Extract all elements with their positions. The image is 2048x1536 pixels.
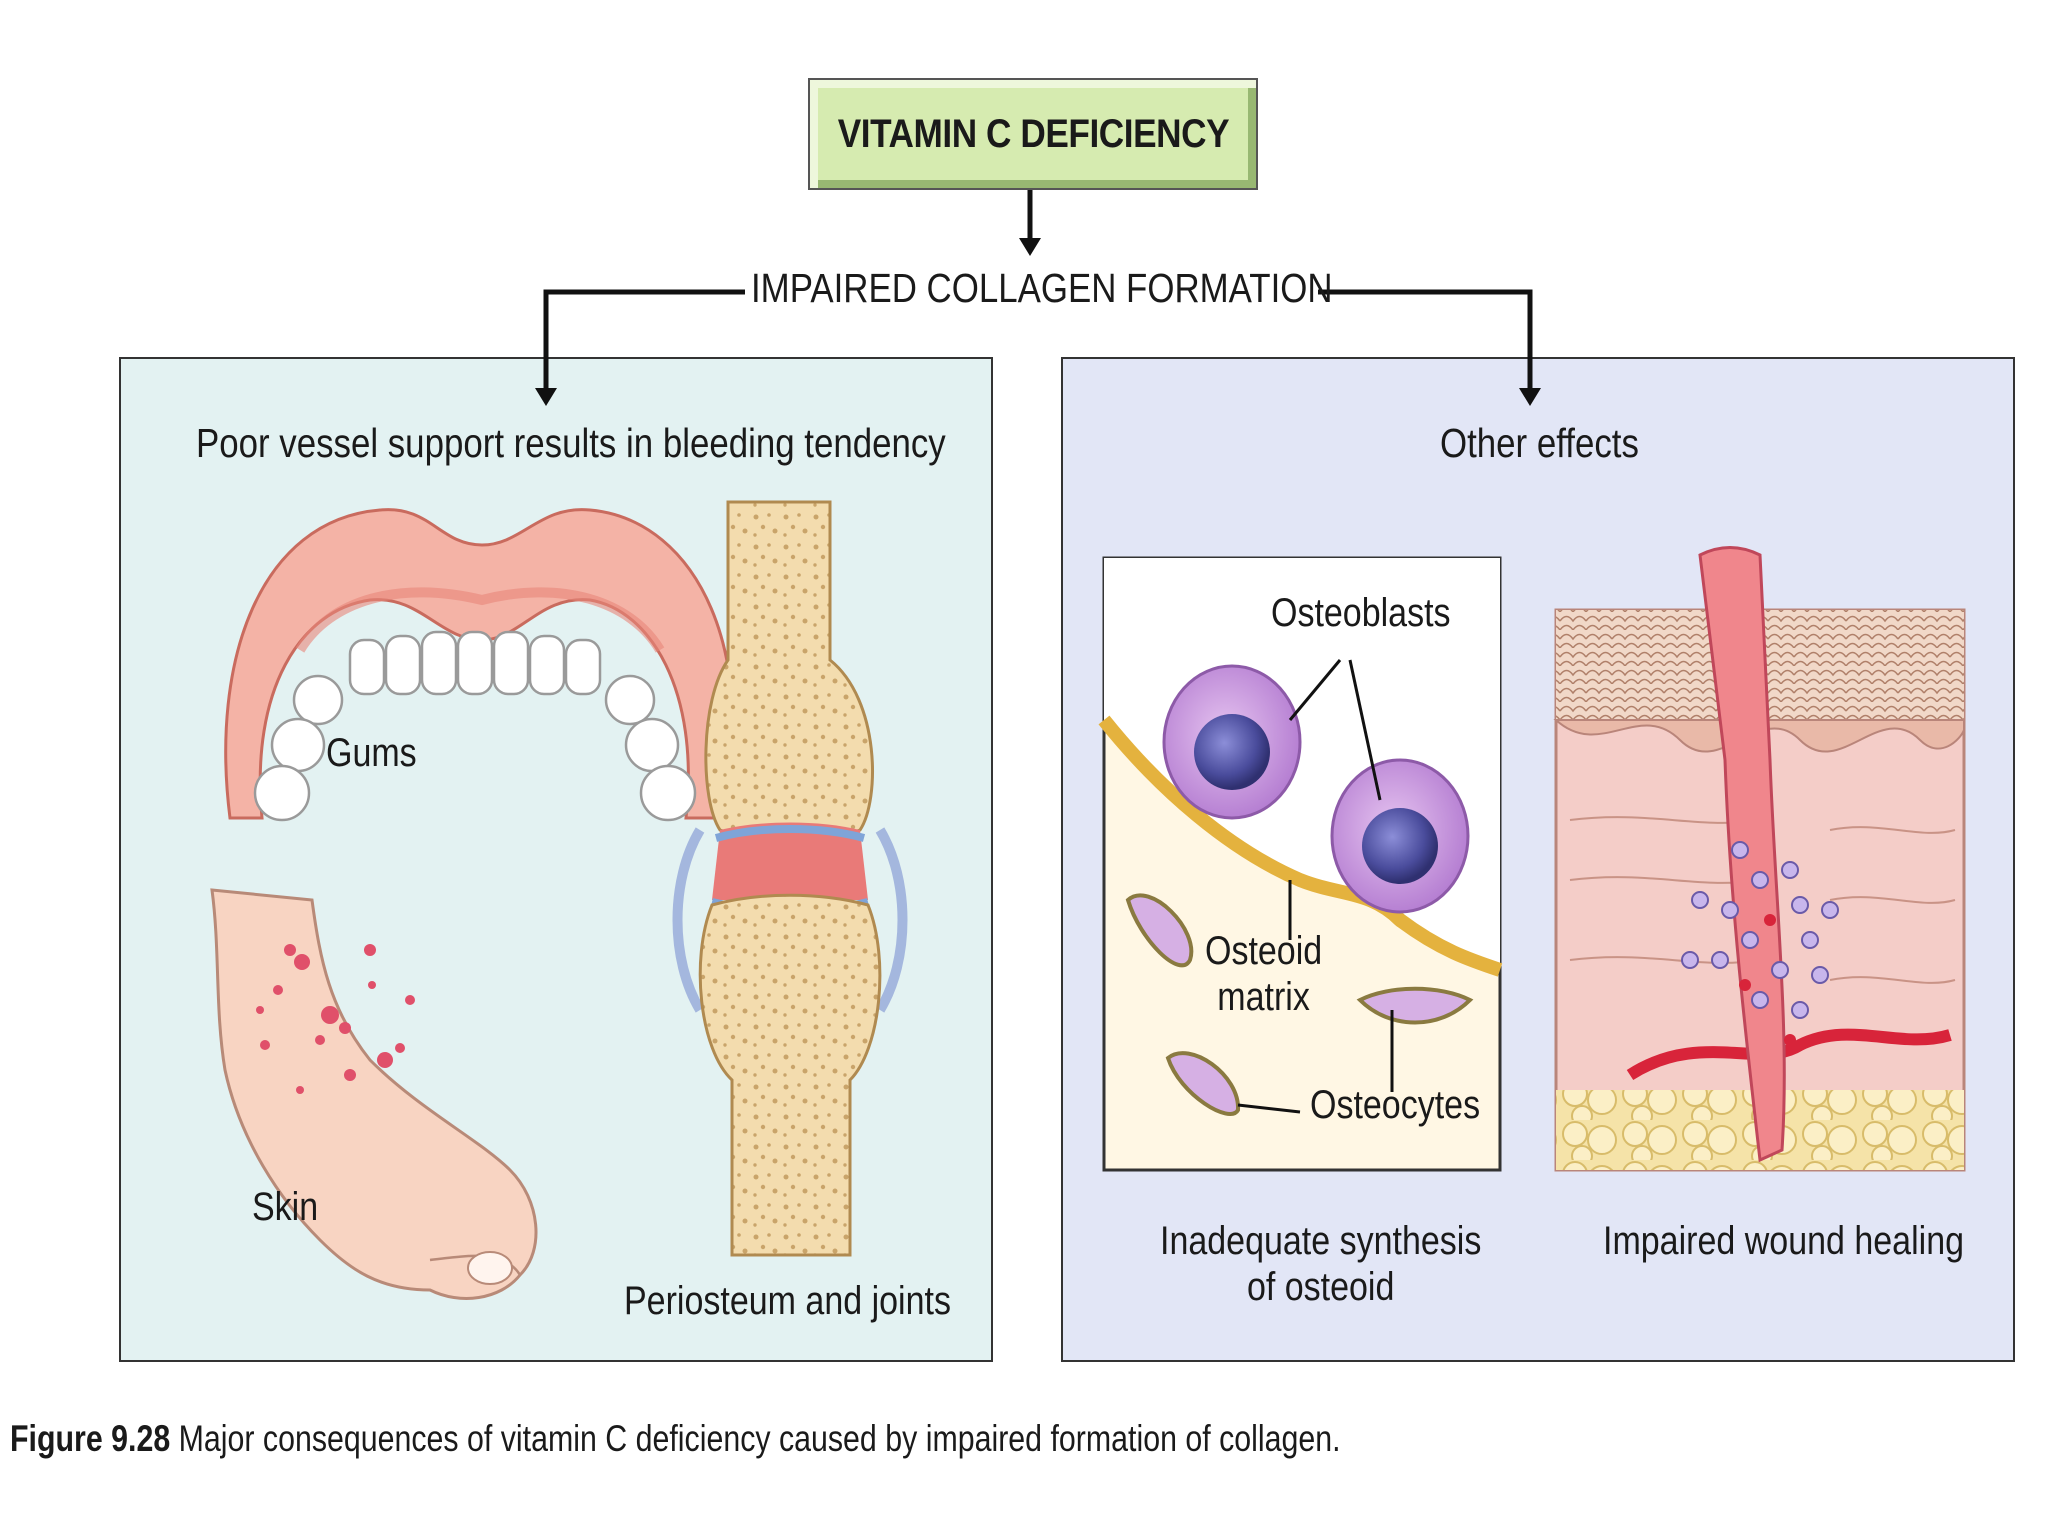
osteoid-illustration [1098,556,1503,1172]
osteoid-caption-line2: of osteoid [1246,1265,1395,1309]
skin-illustration [210,888,538,1300]
left-panel-heading: Poor vessel support results in bleeding … [196,420,946,466]
gums-illustration [224,508,734,822]
title: VITAMIN C DEFICIENCY [837,111,1229,156]
connector-arrows [535,190,1541,406]
skin-label: Skin [252,1185,319,1229]
figure-caption-text: Major consequences of vitamin C deficien… [170,1418,1341,1459]
wound-illustration [1553,546,1966,1172]
osteoid-caption: Inadequate synthesis of osteoid [1160,1218,1481,1310]
osteoid-matrix-line1: Osteoid [1205,929,1323,973]
gums-label: Gums [326,731,417,775]
wound-caption: Impaired wound healing [1603,1219,1965,1263]
mechanism-label: IMPAIRED COLLAGEN FORMATION [751,265,1333,311]
osteoblasts-label: Osteoblasts [1271,591,1451,635]
right-panel-heading: Other effects [1440,420,1639,466]
figure-number: Figure 9.28 [10,1418,171,1459]
periosteum-label: Periosteum and joints [624,1279,951,1323]
osteoid-matrix-line2: matrix [1217,975,1310,1019]
title-box: VITAMIN C DEFICIENCY [808,78,1258,190]
osteocytes-label: Osteocytes [1310,1083,1481,1127]
osteoid-matrix-label: Osteoid matrix [1205,928,1322,1020]
joint-illustration [672,500,908,1257]
figure-caption: Figure 9.28 Major consequences of vitami… [10,1418,1341,1460]
osteoid-caption-line1: Inadequate synthesis [1160,1219,1482,1263]
